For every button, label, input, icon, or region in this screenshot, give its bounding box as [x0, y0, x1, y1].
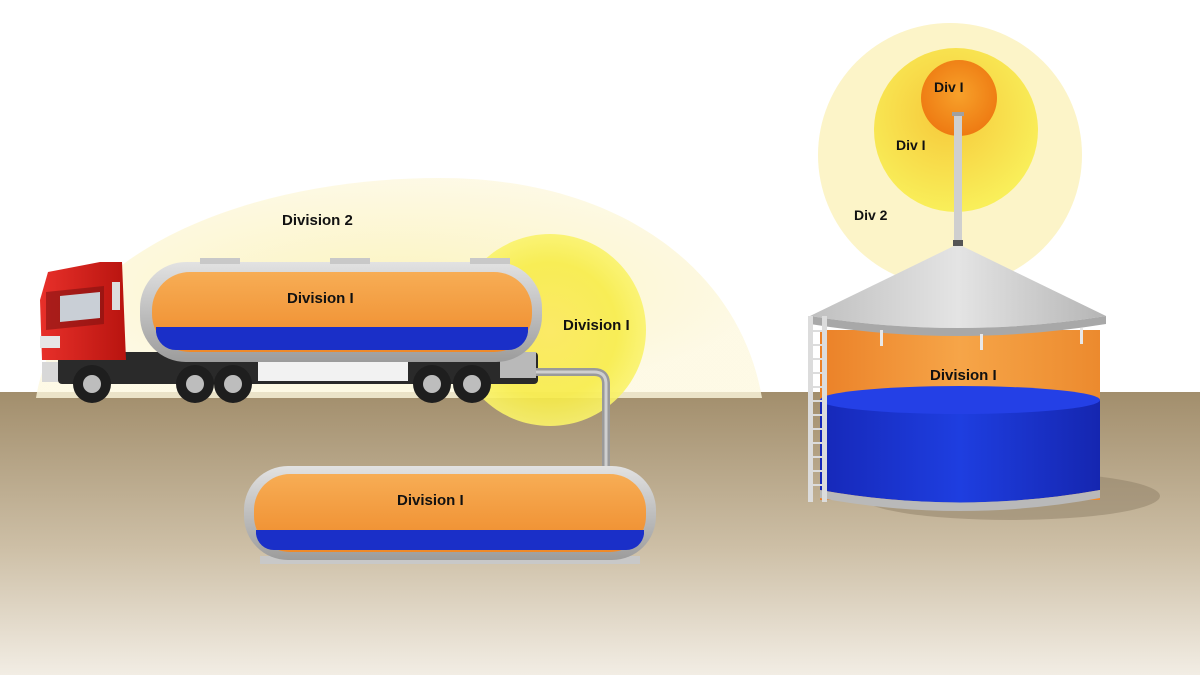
label-vent-middle: Div I: [896, 137, 926, 153]
label-silo-interior: Division I: [930, 367, 997, 384]
tanker-truck: [40, 258, 542, 403]
storage-silo: [808, 112, 1160, 520]
vent-pipe: [954, 114, 962, 246]
vent-core-zone: [921, 60, 997, 136]
label-division-2-truck: Division 2: [282, 212, 353, 229]
truck-tank-liquid: [156, 327, 528, 351]
label-vent-core: Div I: [934, 79, 964, 95]
label-truck-vent-zone: Division I: [563, 317, 630, 334]
label-truck-tank: Division I: [287, 290, 354, 307]
label-vent-outer: Div 2: [854, 207, 888, 223]
ground-storage-tank: [244, 466, 656, 564]
truck-wheels: [73, 365, 491, 403]
label-ground-tank: Division I: [397, 492, 464, 509]
